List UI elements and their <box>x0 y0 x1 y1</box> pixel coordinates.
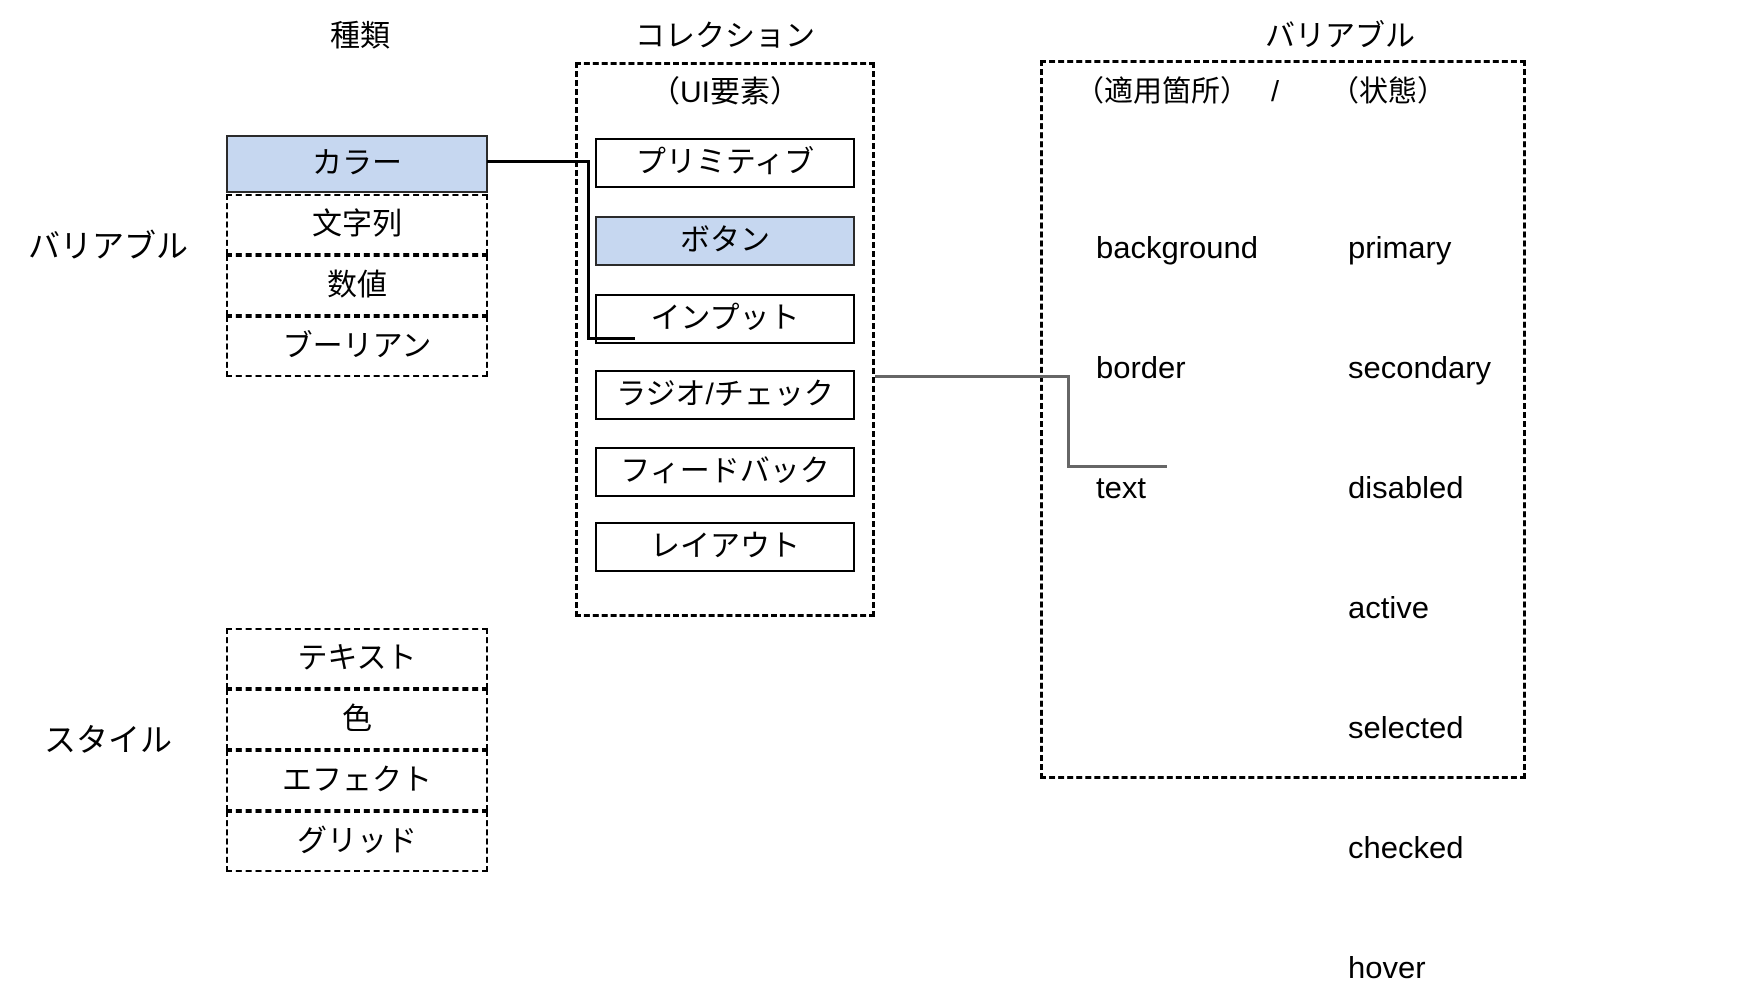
style-type-item-color[interactable]: 色 <box>226 689 488 750</box>
style-type-label: テキスト <box>297 641 417 675</box>
variable-type-item-number[interactable]: 数値 <box>226 255 488 316</box>
variable-state-item: primary <box>1348 230 1452 265</box>
variable-type-item-boolean[interactable]: ブーリアン <box>226 316 488 377</box>
variable-type-item-color[interactable]: カラー <box>226 135 488 193</box>
connector-collection-to-variable-h1 <box>875 375 1070 378</box>
connector-color-to-collection-h1 <box>487 160 590 163</box>
collection-item-layout[interactable]: レイアウト <box>595 522 855 572</box>
variable-type-label: 文字列 <box>312 207 402 241</box>
collection-item-label: ラジオ/チェック <box>616 378 834 411</box>
style-type-label: グリッド <box>297 824 417 858</box>
variable-state-item: secondary <box>1348 350 1492 385</box>
variable-type-stack: カラー 文字列 数値 ブーリアン <box>226 135 488 377</box>
variable-type-label: カラー <box>312 147 402 180</box>
collection-subtitle: （UI要素） <box>650 76 800 109</box>
variable-target-list: background border text <box>1096 148 1258 588</box>
variable-panel-header-right: （状態） <box>1330 76 1447 108</box>
style-type-item-effect[interactable]: エフェクト <box>226 750 488 811</box>
column-header-variable: バリアブル <box>1265 20 1415 53</box>
variable-state-item: checked <box>1348 830 1464 865</box>
collection-item-label: フィードバック <box>620 455 830 488</box>
variable-panel-header-left: （適用箇所） <box>1075 76 1250 108</box>
variable-panel-container <box>1040 60 1526 779</box>
variable-type-label: 数値 <box>327 268 387 302</box>
variable-type-item-string[interactable]: 文字列 <box>226 194 488 255</box>
variable-type-label: ブーリアン <box>282 329 432 363</box>
variable-state-item: hover <box>1348 950 1426 985</box>
variable-state-item: selected <box>1348 710 1464 745</box>
style-type-stack: テキスト 色 エフェクト グリッド <box>226 628 488 872</box>
style-type-label: エフェクト <box>282 763 432 797</box>
variable-state-item: disabled <box>1348 470 1464 505</box>
style-type-item-grid[interactable]: グリッド <box>226 811 488 872</box>
collection-item-button[interactable]: ボタン <box>595 216 855 266</box>
style-type-item-text[interactable]: テキスト <box>226 628 488 689</box>
variable-panel-header-separator: / <box>1271 76 1280 108</box>
connector-collection-to-variable-v <box>1067 375 1070 468</box>
column-header-kind: 種類 <box>330 20 390 53</box>
connector-color-to-collection-h2 <box>587 337 635 340</box>
collection-item-label: プリミティブ <box>635 146 815 179</box>
collection-item-input[interactable]: インプット <box>595 294 855 344</box>
variable-target-item: border <box>1096 350 1186 385</box>
collection-item-label: インプット <box>650 302 800 335</box>
collection-container <box>575 62 875 617</box>
collection-item-radio-check[interactable]: ラジオ/チェック <box>595 370 855 420</box>
collection-item-primitive[interactable]: プリミティブ <box>595 138 855 188</box>
connector-collection-to-variable-h2 <box>1067 465 1167 468</box>
collection-item-label: ボタン <box>680 224 770 257</box>
column-header-collection: コレクション <box>635 20 815 53</box>
variable-target-item: background <box>1096 230 1259 265</box>
variable-target-item: text <box>1096 470 1146 505</box>
group-label-style: スタイル <box>44 722 173 758</box>
connector-color-to-collection-v <box>587 160 590 340</box>
style-type-label: 色 <box>342 702 372 736</box>
variable-state-item: active <box>1348 590 1429 625</box>
group-label-variable: バリアブル <box>28 228 189 264</box>
variable-state-list: primary secondary disabled active select… <box>1348 148 1498 1006</box>
collection-item-feedback[interactable]: フィードバック <box>595 447 855 497</box>
collection-item-label: レイアウト <box>650 530 800 563</box>
